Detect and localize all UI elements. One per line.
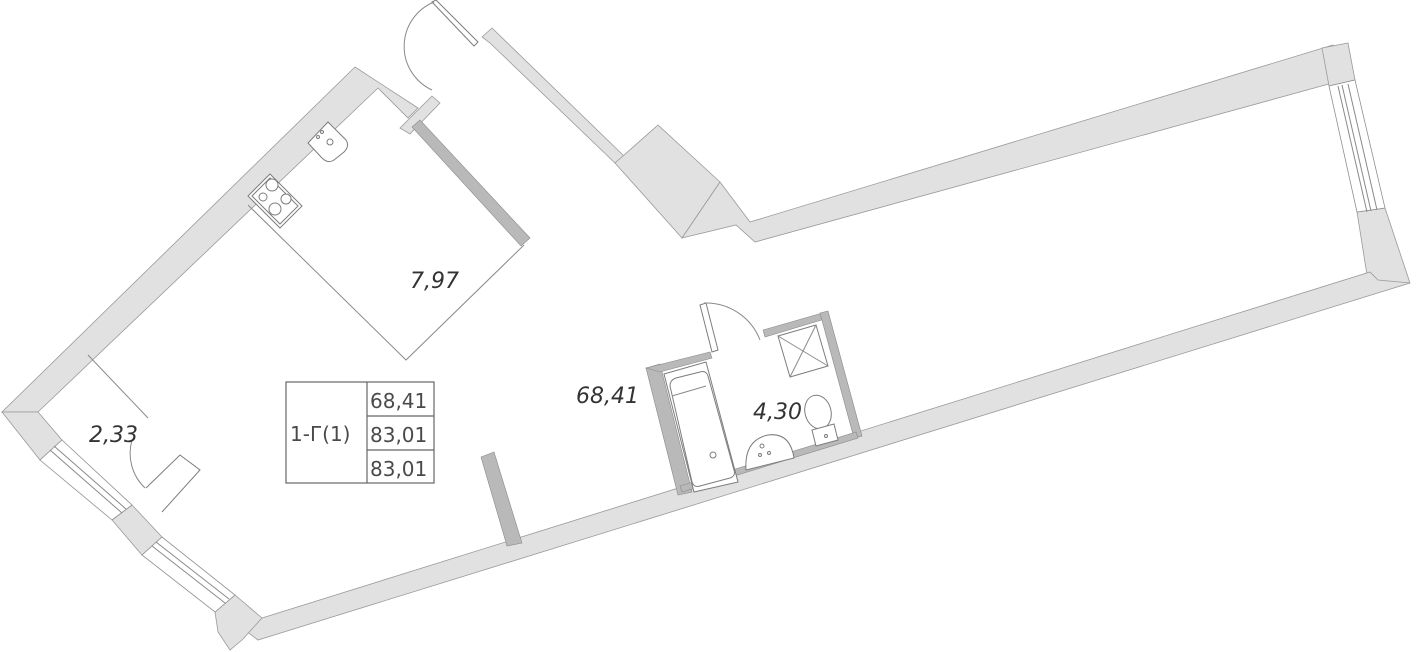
kitchen-zone-border: [247, 204, 525, 361]
bathtub-icon: [663, 361, 739, 493]
unit-total-area: 83,01: [370, 423, 427, 447]
unit-living-area: 68,41: [370, 389, 427, 413]
room-outlines: [87, 204, 525, 513]
kitchen-area-label: 7,97: [410, 269, 459, 294]
unit-info-table: 1-Г(1) 68,41 83,01 83,01: [285, 381, 435, 484]
wall-north-corridor: [481, 27, 626, 164]
partition-living-stub: [480, 451, 523, 547]
doors: [129, 0, 761, 489]
window-east: [1328, 79, 1386, 213]
loggia-wall-stub: [145, 454, 201, 513]
bathroom-fixtures: [663, 324, 839, 493]
windows: [39, 79, 1386, 613]
window-loggia-left: [39, 439, 133, 521]
kitchen-fixtures: [247, 121, 349, 229]
bathroom-wall-north-left: [644, 351, 713, 373]
shower-shaft-icon: [777, 324, 829, 378]
living-area-label: 68,41: [576, 384, 639, 409]
wall-entry-left: [399, 95, 441, 135]
bathroom-area-label: 4,30: [753, 400, 802, 425]
stove-icon: [247, 173, 303, 229]
washbasin-icon: [745, 434, 795, 471]
partition-kitchen: [411, 119, 531, 247]
entrance-door[interactable]: [403, 0, 479, 91]
loggia-area-label: 2,33: [89, 423, 138, 448]
kitchen-sink-icon: [307, 121, 349, 163]
toilet-icon: [804, 394, 839, 447]
unit-code: 1-Г(1): [290, 422, 350, 446]
area-labels: 7,97 68,41 4,30 2,33: [89, 269, 802, 448]
unit-total-area-balcony: 83,01: [370, 457, 427, 481]
outer-walls: [1, 27, 1411, 651]
wall-northwest: [1, 66, 419, 413]
bathroom-wall-west: [645, 363, 693, 496]
loggia-door[interactable]: [129, 439, 146, 489]
loggia-partition: [87, 354, 149, 419]
bathroom-door[interactable]: [699, 302, 761, 353]
wall-north-living: [681, 44, 1347, 243]
bathroom-wall-east: [819, 310, 863, 439]
